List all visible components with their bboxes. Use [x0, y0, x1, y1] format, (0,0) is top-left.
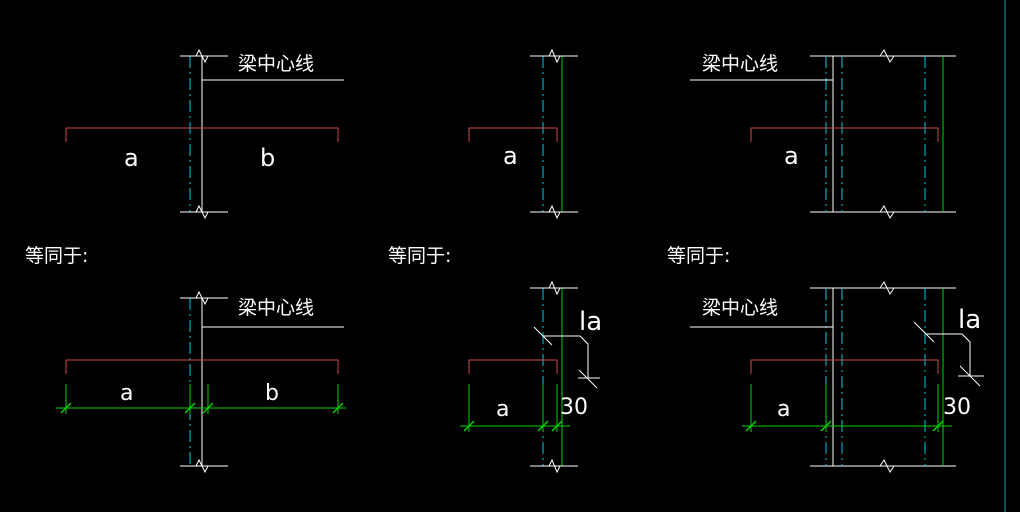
- panel3-bottom: [690, 281, 984, 473]
- p2b-tick-3: [551, 420, 563, 432]
- equivalent-label-1: 等同于:: [25, 245, 88, 267]
- p3t-label-beam-centerline: 梁中心线: [702, 53, 778, 75]
- p2b-label-a: a: [496, 397, 509, 422]
- p2t-label-a: a: [503, 142, 518, 170]
- p3b-break-zig-bottom: [879, 459, 895, 473]
- p1b-label-a: a: [120, 381, 133, 406]
- p3t-red-bracket: [750, 127, 939, 142]
- p2b-label-la: la: [579, 307, 602, 337]
- p1t-label-beam-centerline: 梁中心线: [238, 53, 314, 75]
- p3b-label-a: a: [777, 397, 790, 422]
- panel2-bottom: [460, 280, 600, 474]
- p3b-tick-3: [932, 420, 944, 432]
- p3b-label-30: 30: [943, 395, 971, 420]
- p3t-break-zig-bottom: [879, 205, 895, 219]
- p3b-la-tick-top: [913, 321, 935, 343]
- p1b-break-zig-bottom: [195, 458, 209, 474]
- panel2-top: [468, 48, 578, 220]
- p3b-red-bracket: [750, 359, 939, 374]
- p3b-tick-2: [820, 420, 832, 432]
- p1t-break-zig-top: [195, 48, 209, 64]
- p1b-tick-4: [332, 402, 344, 414]
- p2b-la-tick-bottom: [578, 369, 598, 389]
- p2b-label-30: 30: [560, 395, 588, 420]
- p2b-tick-2: [537, 420, 549, 432]
- p1b-tick-3: [202, 402, 214, 414]
- p3b-break-zig-top: [879, 281, 895, 295]
- p1t-label-b: b: [260, 144, 275, 172]
- p2t-red-bracket: [468, 127, 558, 142]
- p3b-label-la: la: [958, 305, 981, 335]
- p1b-red-bracket: [65, 359, 339, 374]
- panel1-top: [65, 48, 344, 220]
- p2t-break-zig-bottom: [548, 204, 561, 220]
- equivalent-label-3: 等同于:: [667, 245, 730, 267]
- panel3-top: [690, 49, 956, 219]
- p1t-break-zig-bottom: [195, 204, 209, 220]
- p3b-label-beam-centerline: 梁中心线: [702, 297, 778, 319]
- p3t-label-a: a: [784, 142, 799, 170]
- p2b-break-zig-top: [548, 280, 561, 296]
- p2b-red-bracket: [468, 359, 558, 374]
- p2t-break-zig-top: [548, 48, 561, 64]
- p1b-break-zig-top: [195, 290, 209, 306]
- p2b-tick-1: [463, 420, 475, 432]
- p1b-tick-2: [184, 402, 196, 414]
- equivalent-label-2: 等同于:: [388, 245, 451, 267]
- p1b-tick-1: [60, 402, 72, 414]
- p1b-label-beam-centerline: 梁中心线: [238, 297, 314, 319]
- p1b-label-b: b: [265, 381, 279, 406]
- p3b-tick-1: [745, 420, 757, 432]
- p2b-la-tick-top: [533, 326, 553, 346]
- panel1-bottom: [56, 290, 346, 474]
- p3b-la-leader: [925, 333, 971, 376]
- p1t-red-bracket: [65, 127, 339, 142]
- p1t-label-a: a: [124, 144, 139, 172]
- p2b-break-zig-bottom: [548, 458, 561, 474]
- p3t-break-zig-top: [879, 49, 895, 63]
- p2b-la-leader: [543, 335, 589, 378]
